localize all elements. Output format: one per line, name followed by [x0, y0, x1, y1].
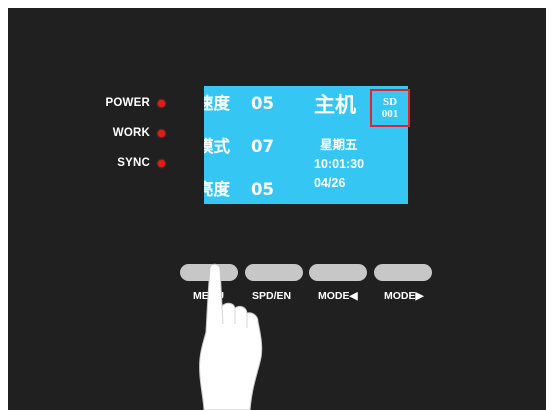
- date-text: 04/26: [314, 176, 346, 190]
- mode-prev-button-label: MODE◀: [318, 290, 358, 302]
- mode-prev-button[interactable]: [309, 264, 367, 281]
- speed-value: 05: [251, 94, 274, 113]
- sync-led-icon: [158, 159, 165, 167]
- work-indicator: WORK: [90, 127, 165, 139]
- sd-label: SD: [382, 96, 398, 108]
- work-led-icon: [158, 129, 165, 137]
- sync-indicator: SYNC: [90, 157, 165, 169]
- weekday-text: 星期五: [320, 137, 358, 152]
- work-label: WORK: [112, 127, 150, 139]
- master-role: 主机: [314, 93, 356, 117]
- sd-value: 001: [381, 108, 399, 120]
- lcd-display: 亮度 05 模式 07 速度 05 主机 星期五 10:01:30 04/26: [204, 86, 408, 204]
- mode-next-button-label: MODE▶: [384, 290, 424, 302]
- mode-next-button[interactable]: [374, 264, 432, 281]
- power-label: POWER: [105, 97, 150, 109]
- speed-label: 速度: [204, 94, 230, 113]
- power-led-icon: [158, 99, 165, 107]
- pointing-hand-icon: [199, 263, 263, 410]
- mode-value: 07: [251, 137, 274, 156]
- mode-label: 模式: [204, 137, 230, 156]
- brightness-label: 亮度: [204, 180, 230, 199]
- menu-button[interactable]: [180, 264, 238, 281]
- time-text: 10:01:30: [314, 157, 365, 171]
- brightness-value: 05: [251, 180, 274, 199]
- speed-enter-button[interactable]: [245, 264, 303, 281]
- power-indicator: POWER: [90, 97, 165, 109]
- speed-enter-button-label: SPD/EN: [252, 290, 292, 302]
- sd-card-indicator: SD 001: [370, 89, 410, 127]
- sync-label: SYNC: [117, 157, 150, 169]
- controller-panel: [8, 8, 546, 410]
